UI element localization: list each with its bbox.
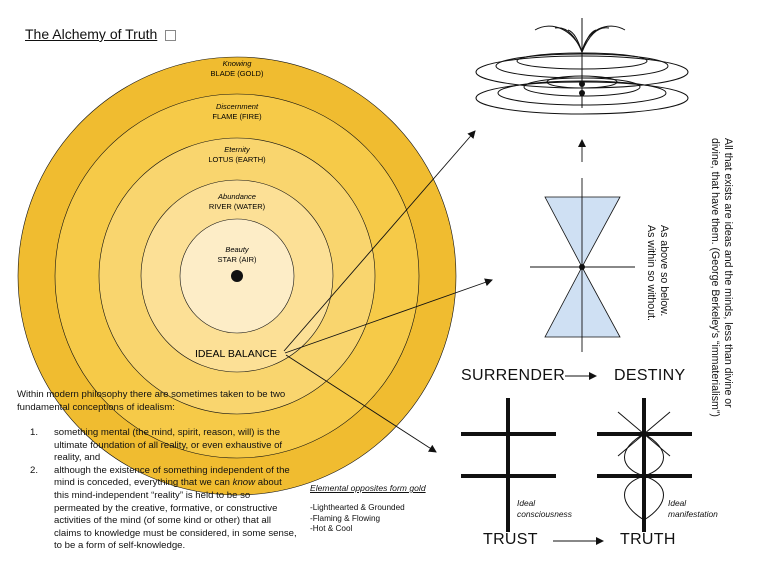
- ideal-manifestation-label: Ideal manifestation: [668, 498, 718, 520]
- ideal-manifestation-line-1: Ideal: [668, 498, 687, 508]
- elemental-gold-list: -Lighthearted & Grounded -Flaming & Flow…: [310, 503, 405, 535]
- word-trust: TRUST: [483, 531, 538, 548]
- ideal-consciousness-line-1: Ideal: [517, 498, 536, 508]
- hourglass-center-dot: [579, 264, 585, 270]
- page-title: The Alchemy of Truth: [25, 26, 177, 42]
- as-above-line-2: As within so without.: [645, 225, 657, 321]
- as-above-line-1: As above so below.: [658, 225, 670, 317]
- hourglass-lower-cone: [544, 266, 621, 338]
- gold-item: -Hot & Cool: [310, 524, 353, 533]
- arrow-to-vortex: [283, 130, 476, 352]
- list-number: 2.: [30, 464, 39, 476]
- ring-label-eternity: Eternity: [224, 145, 251, 154]
- truth-cross-figure: [597, 398, 692, 532]
- ideal-consciousness-label: Ideal consciousness: [517, 498, 572, 520]
- gold-item: -Flaming & Flowing: [310, 513, 381, 523]
- arrow-to-hourglass: [284, 278, 493, 354]
- gold-item: -Lighthearted & Grounded: [310, 503, 405, 512]
- list-item: 1. something mental (the mind, spirit, re…: [30, 427, 298, 465]
- ring-label-beauty: Beauty: [225, 245, 250, 254]
- ideal-manifestation-line-2: manifestation: [668, 509, 718, 519]
- ring-label-abundance: Abundance: [217, 192, 256, 201]
- arrow-to-cross: [285, 354, 437, 453]
- trust-cross-figure: [461, 398, 556, 532]
- hourglass-upper-cone: [544, 196, 621, 268]
- ring-label-blade: BLADE (GOLD): [211, 69, 264, 78]
- ring-label-star: STAR (AIR): [217, 255, 257, 264]
- ring-label-discernment: Discernment: [216, 102, 259, 111]
- list-text-post: about this mind-independent “reality” is…: [54, 477, 297, 552]
- ring-label-knowing: Knowing: [223, 59, 253, 68]
- word-truth: TRUTH: [620, 531, 676, 548]
- center-dot: [231, 270, 243, 282]
- list-text: something mental (the mind, spirit, reas…: [54, 427, 283, 464]
- idealism-intro: Within modern philosophy there are somet…: [17, 389, 286, 413]
- ring-label-flame: FLAME (FIRE): [212, 112, 262, 121]
- berkeley-line-2: divine, that have them. (George Berkeley…: [709, 138, 721, 417]
- elemental-gold-title: Elemental opposites form gold: [310, 483, 426, 493]
- list-text-emphasis: know: [232, 477, 256, 489]
- word-surrender: SURRENDER: [461, 367, 566, 384]
- word-destiny: DESTINY: [614, 367, 686, 384]
- title-text: The Alchemy of Truth: [25, 26, 158, 42]
- list-number: 1.: [30, 427, 39, 438]
- ideal-balance-label: IDEAL BALANCE: [195, 348, 277, 360]
- list-text-pre: although the existence of something inde…: [54, 464, 290, 489]
- ideal-consciousness-line-2: consciousness: [517, 509, 572, 519]
- vortex-dot-upper: [579, 81, 585, 87]
- list-item: 2. although the existence of something in…: [30, 465, 298, 553]
- berkeley-quote: All that exists are ideas and the minds,…: [708, 138, 734, 417]
- ring-label-river: RIVER (WATER): [209, 202, 266, 211]
- idealism-list: 1. something mental (the mind, spirit, re…: [30, 427, 298, 553]
- vortex-dot-lower: [579, 90, 585, 96]
- ring-label-lotus: LOTUS (EARTH): [208, 155, 266, 164]
- vortex-figure: [475, 18, 689, 115]
- berkeley-line-1: All that exists are ideas and the minds,…: [722, 138, 734, 408]
- small-box-icon: [165, 29, 177, 41]
- as-above-quote: As above so below. As within so without.: [644, 225, 670, 321]
